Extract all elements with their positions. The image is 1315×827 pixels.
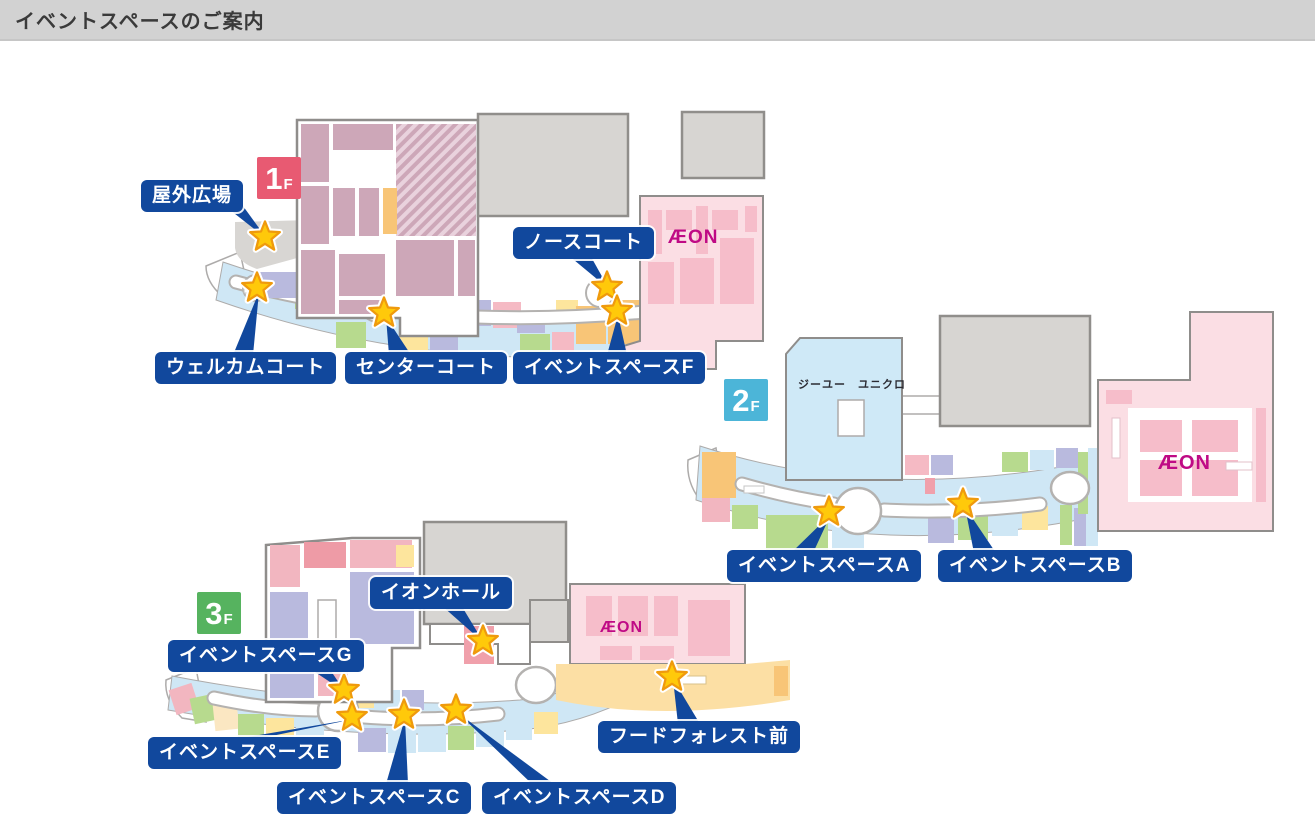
callout-center-court: センターコート (345, 352, 508, 384)
callout-aeon-hall: イオンホール (370, 577, 513, 609)
callout-event-space-g: イベントスペースG (168, 640, 364, 672)
aeon-inner-blocks-1f (648, 206, 757, 304)
star-event-space-d (439, 693, 473, 727)
floor-map-canvas (165, 110, 1274, 784)
star-okugai-hiroba (248, 220, 282, 254)
star-center-court (367, 296, 401, 330)
building-block-2f-north (938, 314, 1092, 428)
aeon-inner-blocks-2f (1106, 390, 1266, 502)
star-event-space-f (600, 294, 634, 328)
tenant-blocks-1f-west (301, 124, 476, 314)
callout-event-space-b: イベントスペースB (938, 550, 1133, 582)
star-event-space-c (387, 698, 421, 732)
callout-okugai-hiroba: 屋外広場 (141, 180, 244, 212)
callout-food-forest: フードフォレスト前 (598, 721, 801, 753)
aeon-logo-2f: ÆON (1158, 452, 1211, 474)
aeon-logo-1f: ÆON (668, 227, 719, 248)
aeon-inner-blocks-3f (586, 596, 730, 660)
star-food-forest (655, 660, 689, 694)
store-label-uniqlo: ユニクロ (858, 379, 906, 391)
building-block-3f-east-wing (529, 599, 569, 643)
escalator-2f (837, 399, 865, 437)
callout-event-space-a: イベントスペースA (727, 550, 922, 582)
court-ellipse-3f-east (514, 665, 558, 705)
aeon-logo-3f: ÆON (600, 619, 643, 636)
star-event-space-a (812, 495, 846, 529)
callout-event-space-c: イベントスペースC (277, 782, 472, 814)
page-title: イベントスペースのご案内 (15, 11, 265, 33)
building-block-1f-north-a (476, 112, 630, 218)
star-welcome-court (240, 271, 274, 305)
star-aeon-hall (466, 624, 500, 658)
page-header: イベントスペースのご案内 (0, 0, 1315, 41)
callout-north-court: ノースコート (513, 227, 655, 259)
star-event-space-b (946, 487, 980, 521)
building-block-1f-north-b (680, 110, 766, 180)
store-label-gu: ジーユー (798, 379, 846, 391)
callout-event-space-f: イベントスペースF (513, 352, 706, 384)
callout-event-space-e: イベントスペースE (148, 737, 342, 769)
star-event-space-e (335, 700, 369, 734)
callout-welcome-court: ウェルカムコート (155, 352, 337, 384)
court-ellipse-2f-east (1049, 470, 1091, 506)
callout-event-space-d: イベントスペースD (482, 782, 677, 814)
floor-2f-map (687, 311, 1274, 555)
